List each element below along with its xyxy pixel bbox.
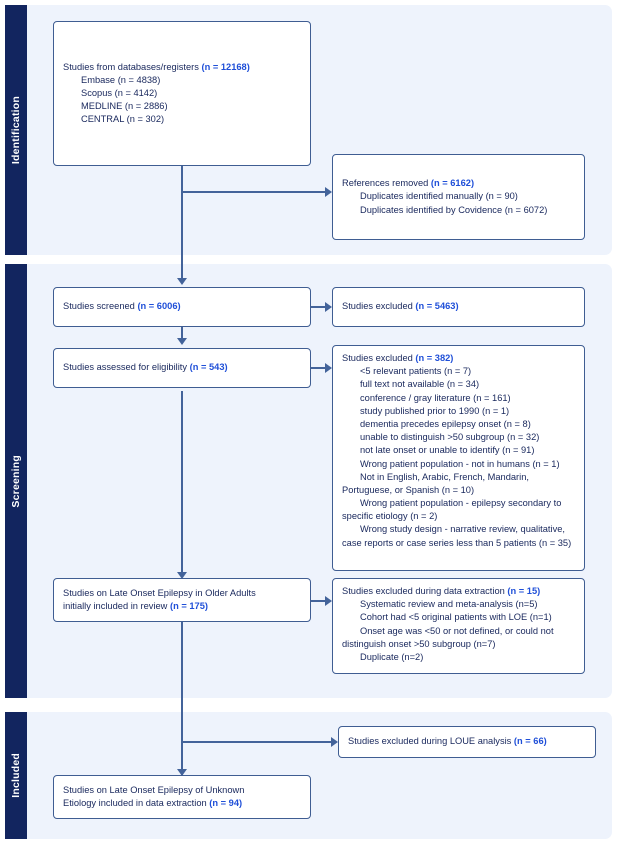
- connector-assessed-to-included: [181, 391, 183, 576]
- list-item: dementia precedes epilepsy onset (n = 8): [360, 418, 531, 429]
- assessed-eligibility-label: Studies assessed for eligibility: [63, 362, 188, 373]
- records-identified-title: Studies from databases/registers (n = 12…: [63, 61, 301, 74]
- stage-label-identification-text: Identification: [10, 95, 22, 165]
- list-item: Systematic review and meta-analysis (n=5…: [360, 599, 538, 610]
- list-item: unable to distinguish >50 subgroup (n = …: [360, 432, 540, 443]
- stage-label-included: Included: [5, 712, 27, 839]
- loue-excluded-label: Studies excluded during LOUE analysis: [348, 736, 512, 747]
- list-item-continuation: specific etiology (n = 2): [342, 511, 438, 522]
- arrow-down-to-screened: [177, 278, 187, 285]
- final-included-title: Studies on Late Onset Epilepsy of Unknow…: [63, 784, 301, 810]
- list-item-continuation: Portuguese, or Spanish (n = 10): [342, 484, 475, 495]
- list-item: Embase (n = 4838): [81, 74, 161, 85]
- list-item: Wrong patient population - epilepsy seco…: [360, 498, 562, 509]
- arrow-right-screened-excluded: [325, 302, 332, 312]
- final-included-count: (n = 94): [209, 798, 243, 808]
- final-included-line1: Studies on Late Onset Epilepsy of Unknow…: [63, 784, 245, 795]
- stage-label-included-text: Included: [10, 753, 22, 798]
- arrow-down-to-initially-included: [177, 572, 187, 579]
- studies-screened-label: Studies screened: [63, 301, 135, 312]
- extraction-excluded-count: (n = 15): [507, 586, 541, 596]
- box-initially-included: Studies on Late Onset Epilepsy in Older …: [53, 578, 311, 622]
- list-item: Duplicate (n=2): [360, 651, 424, 662]
- studies-screened-count: (n = 6006): [137, 301, 181, 312]
- extraction-excluded-title: Studies excluded during data extraction …: [342, 585, 575, 598]
- connector-screened-to-assessed: [181, 327, 183, 342]
- arrow-right-to-removed: [325, 187, 332, 197]
- arrow-right-loue-excluded: [331, 737, 338, 747]
- initially-included-line1: Studies on Late Onset Epilepsy in Older …: [63, 587, 256, 598]
- screened-excluded-title: Studies excluded (n = 5463): [342, 300, 575, 313]
- list-item: Cohort had <5 original patients with LOE…: [360, 612, 552, 623]
- list-item-continuation: distinguish onset >50 subgroup (n=7): [342, 638, 496, 649]
- assessed-eligibility-title: Studies assessed for eligibility (n = 54…: [63, 361, 301, 374]
- connector-identified-to-removed: [181, 191, 326, 193]
- arrow-right-extraction-excluded: [325, 596, 332, 606]
- initially-included-title: Studies on Late Onset Epilepsy in Older …: [63, 587, 301, 613]
- loue-excluded-count: (n = 66): [513, 736, 547, 747]
- box-eligibility-excluded: Studies excluded (n = 382) <5 relevant p…: [332, 345, 585, 571]
- final-included-line2: Etiology included in data extraction: [63, 798, 207, 808]
- box-loue-excluded: Studies excluded during LOUE analysis (n…: [338, 726, 596, 758]
- assessed-eligibility-count: (n = 543): [189, 362, 228, 373]
- list-item: not late onset or unable to identify (n …: [360, 445, 535, 456]
- extraction-excluded-label: Studies excluded during data extraction: [342, 586, 505, 596]
- list-item: Wrong patient population - not in humans…: [360, 458, 560, 469]
- list-item: Wrong study design - narrative review, q…: [360, 524, 565, 535]
- list-item: Not in English, Arabic, French, Mandarin…: [360, 471, 529, 482]
- box-assessed-eligibility: Studies assessed for eligibility (n = 54…: [53, 348, 311, 388]
- extraction-excluded-reasons: Systematic review and meta-analysis (n=5…: [342, 598, 575, 664]
- connector-screened-to-excluded: [311, 306, 327, 308]
- eligibility-excluded-label: Studies excluded: [342, 353, 413, 363]
- arrow-down-to-final-included: [177, 769, 187, 776]
- list-item: full text not available (n = 34): [360, 379, 480, 390]
- stage-label-screening-text: Screening: [10, 454, 22, 508]
- list-item: conference / gray literature (n = 161): [360, 392, 511, 403]
- screened-excluded-count: (n = 5463): [415, 301, 459, 312]
- list-item: <5 relevant patients (n = 7): [360, 366, 472, 377]
- connector-to-loue-excluded: [181, 741, 333, 743]
- eligibility-excluded-count: (n = 382): [415, 353, 454, 363]
- box-final-included: Studies on Late Onset Epilepsy of Unknow…: [53, 775, 311, 819]
- stage-label-identification: Identification: [5, 5, 27, 255]
- loue-excluded-title: Studies excluded during LOUE analysis (n…: [348, 735, 586, 748]
- records-identified-sources: Embase (n = 4838) Scopus (n = 4142) MEDL…: [63, 74, 301, 127]
- references-removed-count: (n = 6162): [430, 178, 475, 189]
- arrow-down-to-assessed: [177, 338, 187, 345]
- records-identified-label: Studies from databases/registers: [63, 61, 199, 72]
- connector-included-to-extraction-excluded: [311, 600, 327, 602]
- list-item-continuation: case reports or case series less than 5 …: [342, 537, 572, 548]
- box-records-identified: Studies from databases/registers (n = 12…: [53, 21, 311, 166]
- initially-included-count: (n = 175): [169, 601, 208, 611]
- list-item: Duplicates identified by Covidence (n = …: [360, 204, 548, 215]
- box-screened-excluded: Studies excluded (n = 5463): [332, 287, 585, 327]
- box-references-removed: References removed (n = 6162) Duplicates…: [332, 154, 585, 240]
- box-studies-screened: Studies screened (n = 6006): [53, 287, 311, 327]
- stage-label-screening: Screening: [5, 264, 27, 698]
- connector-identified-to-screened: [181, 166, 183, 282]
- eligibility-excluded-title: Studies excluded (n = 382): [342, 352, 575, 365]
- list-item: Onset age was <50 or not defined, or cou…: [360, 625, 554, 636]
- connector-assessed-to-excluded: [311, 367, 327, 369]
- list-item: study published prior to 1990 (n = 1): [360, 405, 510, 416]
- arrow-right-assessed-excluded: [325, 363, 332, 373]
- studies-screened-title: Studies screened (n = 6006): [63, 300, 301, 313]
- list-item: MEDLINE (n = 2886): [81, 101, 168, 112]
- references-removed-items: Duplicates identified manually (n = 90) …: [342, 190, 575, 216]
- box-extraction-excluded: Studies excluded during data extraction …: [332, 578, 585, 674]
- list-item: CENTRAL (n = 302): [81, 114, 165, 125]
- list-item: Scopus (n = 4142): [81, 87, 158, 98]
- records-identified-count: (n = 12168): [201, 61, 250, 72]
- references-removed-title: References removed (n = 6162): [342, 177, 575, 190]
- references-removed-label: References removed: [342, 178, 429, 189]
- eligibility-excluded-reasons: <5 relevant patients (n = 7) full text n…: [342, 365, 575, 550]
- initially-included-line2: initially included in review: [63, 601, 168, 611]
- screened-excluded-label: Studies excluded: [342, 301, 413, 312]
- connector-included-to-final: [181, 622, 183, 775]
- list-item: Duplicates identified manually (n = 90): [360, 191, 518, 202]
